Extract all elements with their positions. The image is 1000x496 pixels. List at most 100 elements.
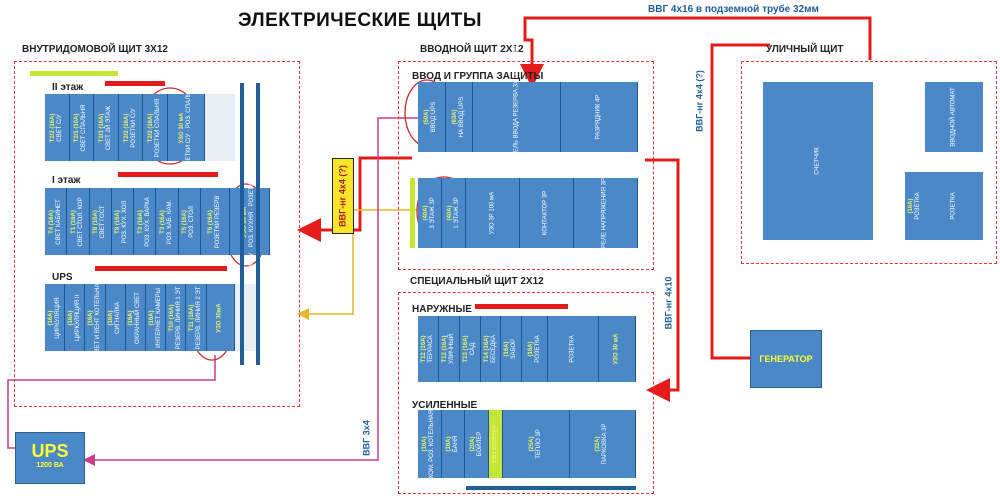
ups-label: UPS <box>31 441 69 461</box>
breaker-label: T2/2 (16A)РОЗЕТКИ СПАЛЬНЯ <box>148 98 162 157</box>
breaker-label: (16A)ЦИРКУЛЯЦИЯ <box>47 296 61 339</box>
breaker-label: (25A)ТЕПЛО 3Р <box>528 429 542 459</box>
breaker-label: (16A)КОМ. РОЗ. КОТЕЛЬНАЯ <box>422 409 436 479</box>
breaker-label: T11 (16A)РЕЗЕРВ. ЛИНИЯ 2 ЭТ <box>189 286 203 349</box>
breaker-module: (16A)СИГНАЛКА <box>106 284 126 351</box>
breaker-label: (40A)3 ЭТАЖ 3Р <box>422 197 436 229</box>
din-bus-vertical <box>240 83 244 365</box>
cable-label-ups-line: ВВГ 3х4 <box>361 420 372 456</box>
panel-input <box>398 61 654 270</box>
breaker-label: T2/3 (16A)СВЕТ 2Й ЭТАЖ <box>99 105 113 150</box>
breaker-label: T8 (16A)СВЕТ ГОСТ <box>93 204 107 239</box>
breaker-module: T3 (16A)РОЗ. КУХ. ВАРКА <box>134 188 157 255</box>
empty-slot <box>205 94 235 161</box>
breaker-module: (16A)ИНТЕРНЕТ КАМЕРЫ <box>146 284 167 351</box>
breaker-module: (16A)СВЕТ И ВЕНТ КОТЕЛЬНАЯ <box>85 279 106 356</box>
panel-title-special: СПЕЦИАЛЬНЫЙ ЩИТ 2Х12 <box>410 276 544 287</box>
breaker-module: УЗО 30мА <box>207 284 235 351</box>
wire-street-to-input-top <box>520 16 872 88</box>
breaker-label: T3 (16A)РОЗ. КАБ. КАМ. <box>160 199 173 244</box>
breaker-module: T5 (16A)РОЗ. СТОЛ <box>179 188 201 255</box>
group-title-floor1: I этаж <box>52 175 81 186</box>
breaker-module: (16A)БАНЯ <box>442 410 466 478</box>
breaker-label: (16A)ОХРАННЫЙ СВЕТ <box>128 291 142 344</box>
breaker-module: T2/2 (16A)СВЕТ С/У <box>45 94 70 161</box>
module-strip-protection-bottom: (40A)3 ЭТАЖ 3Р (40A)1 ЭТАЖ 3Р УЗО 3Р 100 м… <box>418 178 638 248</box>
breaker-module: УЗО 3Р 100 мА <box>466 178 520 248</box>
breaker-module: T12 (16A)ТЕРРАСА <box>418 316 439 382</box>
breaker-label: T2/2 (16A)РОЗЕТКИ С/У <box>123 107 137 148</box>
breaker-label: РЕЛЕ НАПРЯЖЕНИЯ 3Р <box>601 178 608 248</box>
ups-capacity: 1200 ВА <box>36 462 64 469</box>
breaker-module: (16A)ОХРАННЫЙ СВЕТ <box>126 284 147 351</box>
cable-label-street-input: ВВГ-нг 4х4 (?) <box>694 70 705 132</box>
breaker-module: КОНТАКТОР 3Р <box>520 178 574 248</box>
breaker-module: T8 (16A)СВЕТ ГОСТ <box>90 188 112 255</box>
group-title-floor2: II этаж <box>52 82 84 93</box>
breaker-label: T3 (16A)РОЗ. КУХ. ВАРКА <box>137 196 151 247</box>
breaker-module: (50A)ВВОД UPS <box>418 82 446 152</box>
group-title-outdoor: НАРУЖНЫЕ <box>412 304 472 315</box>
breaker-module: (32A)ПАРКОВКА 3Р <box>570 410 636 478</box>
breaker-label: (16A)БАНЯ <box>446 435 460 453</box>
breaker-module: T2/3 (16A)СВЕТ 2Й ЭТАЖ <box>94 94 119 161</box>
breaker-module: T13 (16A)САД <box>460 316 481 382</box>
panel-special <box>398 292 654 494</box>
group-title-protection: ВВОД И ГРУППА ЗАЩИТЫ <box>412 71 544 82</box>
din-bus-horizontal <box>466 486 636 490</box>
module-strip-floor2: T2/2 (16A)СВЕТ С/У T2/1 (10A)СВЕТ СПАЛЬНЯ… <box>45 83 205 172</box>
panel-internal <box>14 61 300 407</box>
cable-label-input-special: ВВГ-нг 4х10 <box>663 276 674 330</box>
wire-magenta-ups <box>7 355 216 449</box>
panel-street <box>741 61 997 264</box>
breaker-label: T2/2 (16A)СВЕТ С/У <box>49 113 63 142</box>
group-title-ups: UPS <box>52 272 73 283</box>
breaker-module: (40A)3 ЭТАЖ 3Р <box>418 178 443 248</box>
breaker-module: T12 (16A)УЛИЧНЫЙ <box>439 316 460 382</box>
breaker-label: T5 (16A)РОЗ. СТОЛ <box>182 205 196 238</box>
breaker-module: T2/1 (10A)СВЕТ СПАЛЬНЯ <box>70 94 95 161</box>
breaker-label: (16A)СИГНАЛКА <box>108 301 122 334</box>
wire-generator <box>710 43 770 360</box>
socket-module: РОЗЕТКА <box>925 172 983 240</box>
breaker-module: (16A)РОЗЕТКА <box>522 316 548 382</box>
breaker-label: T13 (16A)САД <box>462 335 476 363</box>
breaker-module: ПЕРЕКЛЮЧАТЕЛЬ ВВОДА РЕЗЕРВА 3Х ПОЛЮСНЫЙ <box>473 41 561 193</box>
ups-box: UPS 1200 ВА <box>15 432 85 484</box>
breaker-label: T14 (16A)БЕСЕДКА <box>483 335 497 363</box>
breaker-module: РОЗЕТКА <box>548 316 599 382</box>
breaker-label: УЗО БОЙЛЕР <box>492 424 499 464</box>
breaker-module: T6 (16A)РОЗЕТКИ РЕЗЕРВ <box>201 188 230 255</box>
breaker-label: (16A)ЦИРКУЛЯЦИЯ II <box>67 294 81 341</box>
busbar <box>105 81 165 86</box>
page-title: ЭЛЕКТРИЧЕСКИЕ ЩИТЫ <box>238 10 482 31</box>
breaker-label: УЗО 30 мА <box>613 333 620 365</box>
breaker-label: (40A)1 ЭТАЖ 3Р <box>446 197 460 229</box>
wire-input-to-special <box>645 158 680 402</box>
breaker-module: (16A)ЗАБОР <box>501 316 523 382</box>
breaker-module: T3 (16A)РОЗ. КАБ. КАМ. <box>156 188 179 255</box>
breaker-label: ПЕРЕКЛЮЧАТЕЛЬ ВВОДА РЕЗЕРВА 3Х ПОЛЮСНЫЙ <box>513 41 519 193</box>
breaker-module: T10 (16A)РЕЗЕРВ. ЛИНИЯ 1 ЭТ <box>166 284 187 351</box>
breaker-module: РЕЛЕ НАПРЯЖЕНИЯ 3Р <box>574 178 638 248</box>
breaker-label: T2/1 (10A)СВЕТ СПАЛЬНЯ <box>74 104 88 151</box>
breaker-module: T8 (16A)РОЗ. КУХ. ХОЛ <box>112 188 135 255</box>
breaker-module: T2/2 (16A)РОЗЕТКИ С/У <box>119 94 144 161</box>
breaker-label: РАЗРЯДНИК 4P <box>595 94 602 140</box>
din-rail-marker <box>410 178 415 248</box>
din-bus-vertical <box>256 83 260 365</box>
breaker-module: T11 (16A)РЕЗЕРВ. ЛИНИЯ 2 ЭТ <box>186 284 207 351</box>
breaker-label: (16A)СВЕТ И ВЕНТ КОТЕЛЬНАЯ <box>88 278 102 357</box>
breaker-label: (16A)РОЗЕТКА <box>527 335 541 363</box>
meter-module: СЧЕТЧИК <box>763 82 873 240</box>
breaker-module: (40A)1 ЭТАЖ 3Р <box>442 178 467 248</box>
breaker-label: УЗО 30мА <box>216 302 223 333</box>
main-breaker-module: ВВОДНОЙ АВТОМАТ <box>925 82 983 152</box>
panel-title-internal: ВНУТРИДОМОВОЙ ЩИТ 3Х12 <box>22 44 168 55</box>
breaker-label: T6 (16A)РОЗЕТКИ РЕЗЕРВ <box>207 195 221 248</box>
